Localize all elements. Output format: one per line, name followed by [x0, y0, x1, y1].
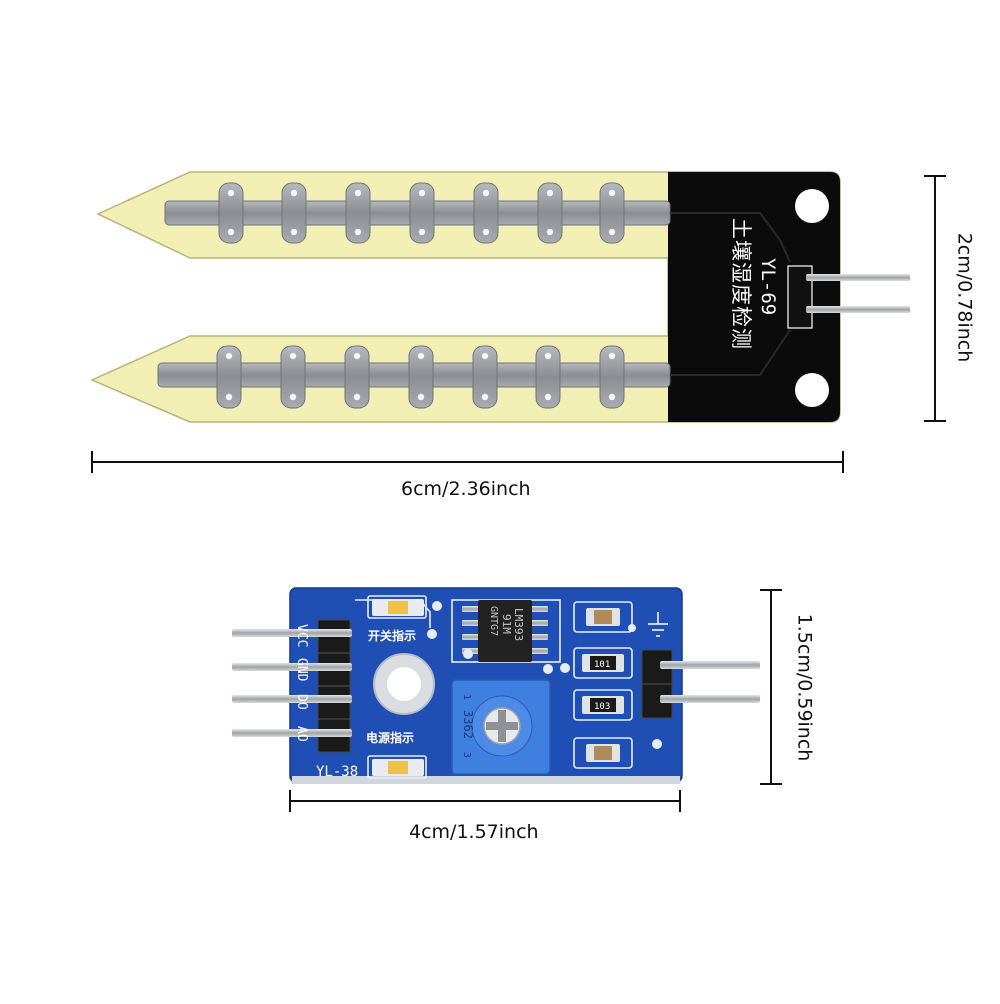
module-silkscreen	[355, 595, 633, 779]
module-width-dimension	[289, 790, 681, 812]
probe-pads-top	[218, 182, 625, 244]
svg-text:LM393: LM393	[512, 608, 525, 641]
soil-probe: YL-69 土壤湿度检测	[90, 171, 910, 423]
module-pin-right	[660, 661, 760, 669]
switch-led	[372, 599, 424, 616]
probe-height-label: 2cm/0.78inch	[953, 232, 976, 363]
probe-trace	[670, 329, 791, 376]
probe-pin	[806, 306, 910, 313]
power-led	[372, 759, 424, 776]
probe-model-label: YL-69	[757, 258, 779, 315]
power-indicator-label: 电源指示	[366, 730, 414, 745]
module-height-label: 1.5cm/0.59inch	[793, 613, 816, 762]
ground-symbol	[648, 612, 668, 637]
pin-label-do: DO	[294, 694, 309, 710]
svg-text:103: 103	[594, 702, 610, 712]
pot-label: 3362	[461, 710, 475, 739]
probe-trace	[670, 212, 791, 263]
module-pin-right	[660, 695, 760, 703]
module-board-edge	[292, 776, 680, 784]
potentiometer: 3362 1 3	[451, 679, 551, 775]
probe-width-dimension	[91, 451, 844, 473]
probe-height-dimension	[924, 175, 946, 422]
probe-pin	[806, 274, 910, 281]
probe-mount-hole	[795, 189, 829, 223]
svg-text:101: 101	[594, 660, 610, 670]
pin-label-gnd: GND	[294, 658, 309, 682]
module-mount-hole-inner	[387, 667, 421, 701]
pin-label-ao: AO	[294, 726, 309, 742]
module-height-dimension	[760, 589, 782, 785]
svg-text:3: 3	[461, 752, 472, 758]
smd-resistor-101: 101	[582, 654, 624, 672]
svg-text:1: 1	[461, 694, 472, 700]
smd-resistor-103: 103	[582, 696, 624, 714]
module-width-label: 4cm/1.57inch	[409, 821, 539, 843]
probe-pads-bottom	[216, 345, 625, 409]
probe-mount-hole	[795, 373, 829, 407]
module-header-separators	[318, 652, 350, 720]
lm393-chip: LM393 91M GNTG7	[462, 600, 548, 662]
pin-label-vcc: VCC	[294, 624, 309, 647]
probe-black-end	[668, 172, 840, 422]
probe-vias	[225, 189, 616, 401]
svg-text:91M: 91M	[500, 614, 513, 634]
module-model-label: YL-38	[316, 764, 358, 780]
svg-text:GNTG7: GNTG7	[488, 606, 499, 636]
comparator-module: VCC GND DO AO 开关指示 电源指示 YL-38	[232, 587, 760, 784]
smd-capacitor	[586, 608, 620, 626]
switch-indicator-label: 开关指示	[368, 628, 416, 643]
probe-width-label: 6cm/2.36inch	[401, 478, 531, 500]
smd-capacitor	[586, 744, 620, 762]
probe-chinese-label: 土壤湿度检测	[729, 218, 753, 350]
module-pins-left	[232, 629, 352, 737]
